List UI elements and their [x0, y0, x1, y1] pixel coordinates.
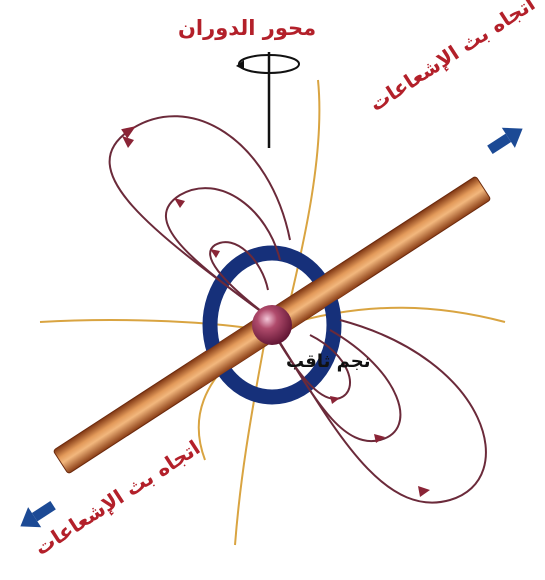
field-loop-lower-1 — [272, 320, 486, 503]
field-arrow — [330, 396, 340, 404]
arrow-blue-top-icon — [483, 118, 529, 159]
outer-field-line — [235, 340, 265, 545]
pulsar-star — [252, 305, 292, 345]
rotation-axis-label: محور الدوران — [178, 16, 316, 40]
field-arrow — [418, 486, 430, 497]
field-arrow — [122, 136, 134, 148]
outer-field-line — [40, 320, 262, 330]
field-arrow — [174, 198, 185, 208]
field-loop-upper-1 — [110, 116, 290, 318]
pulsar-label: نجم ثاقب — [286, 351, 370, 372]
field-arrow — [210, 249, 220, 258]
